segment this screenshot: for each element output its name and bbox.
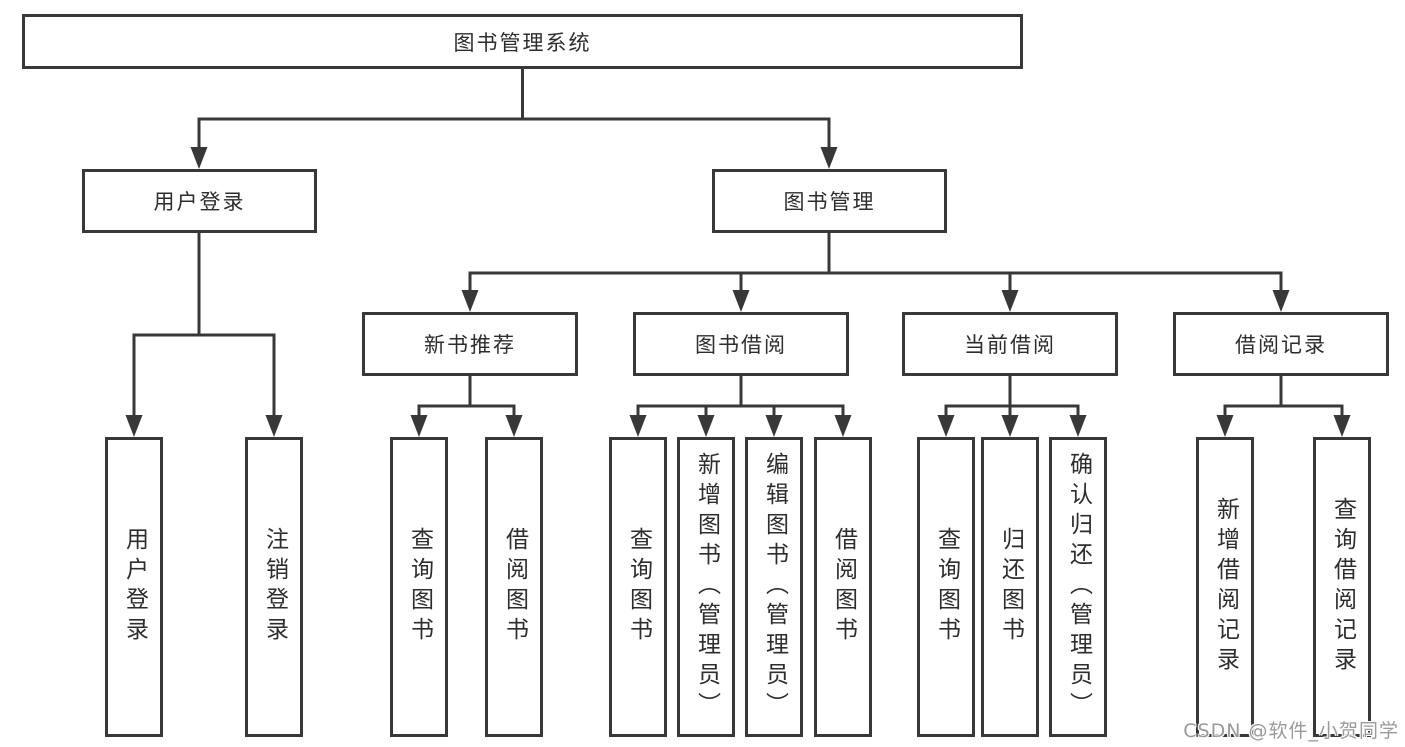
leaf-query-book-current: 查询图书 bbox=[917, 437, 975, 737]
leaf-add-borrow-record: 新增借阅记录 bbox=[1196, 437, 1254, 737]
leaf-query-book-recommend: 查询图书 bbox=[390, 437, 448, 737]
node-borrow-record: 借阅记录 bbox=[1173, 312, 1389, 376]
leaf-edit-book-admin: 编辑图书（管理员） bbox=[745, 437, 803, 737]
csdn-watermark: CSDN @软件_小贺同学 bbox=[1183, 720, 1399, 742]
leaf-borrow-book: 借阅图书 bbox=[814, 437, 872, 737]
leaf-query-borrow-record: 查询借阅记录 bbox=[1313, 437, 1371, 737]
leaf-return-book: 归还图书 bbox=[981, 437, 1039, 737]
leaf-borrow-book-recommend: 借阅图书 bbox=[485, 437, 543, 737]
arrowhead-icons bbox=[125, 147, 1351, 437]
node-user-login-group: 用户登录 bbox=[82, 169, 317, 233]
leaf-logout: 注销登录 bbox=[245, 437, 303, 737]
leaf-confirm-return-admin: 确认归还（管理员） bbox=[1049, 437, 1107, 737]
node-current-borrow: 当前借阅 bbox=[902, 312, 1118, 376]
leaf-user-login: 用户登录 bbox=[105, 437, 163, 737]
node-root-system: 图书管理系统 bbox=[22, 14, 1023, 69]
leaf-add-book-admin: 新增图书（管理员） bbox=[677, 437, 735, 737]
leaf-query-book-borrow: 查询图书 bbox=[609, 437, 667, 737]
node-book-management-group: 图书管理 bbox=[712, 169, 947, 233]
node-new-book-recommend: 新书推荐 bbox=[362, 312, 578, 376]
node-book-borrow: 图书借阅 bbox=[633, 312, 849, 376]
